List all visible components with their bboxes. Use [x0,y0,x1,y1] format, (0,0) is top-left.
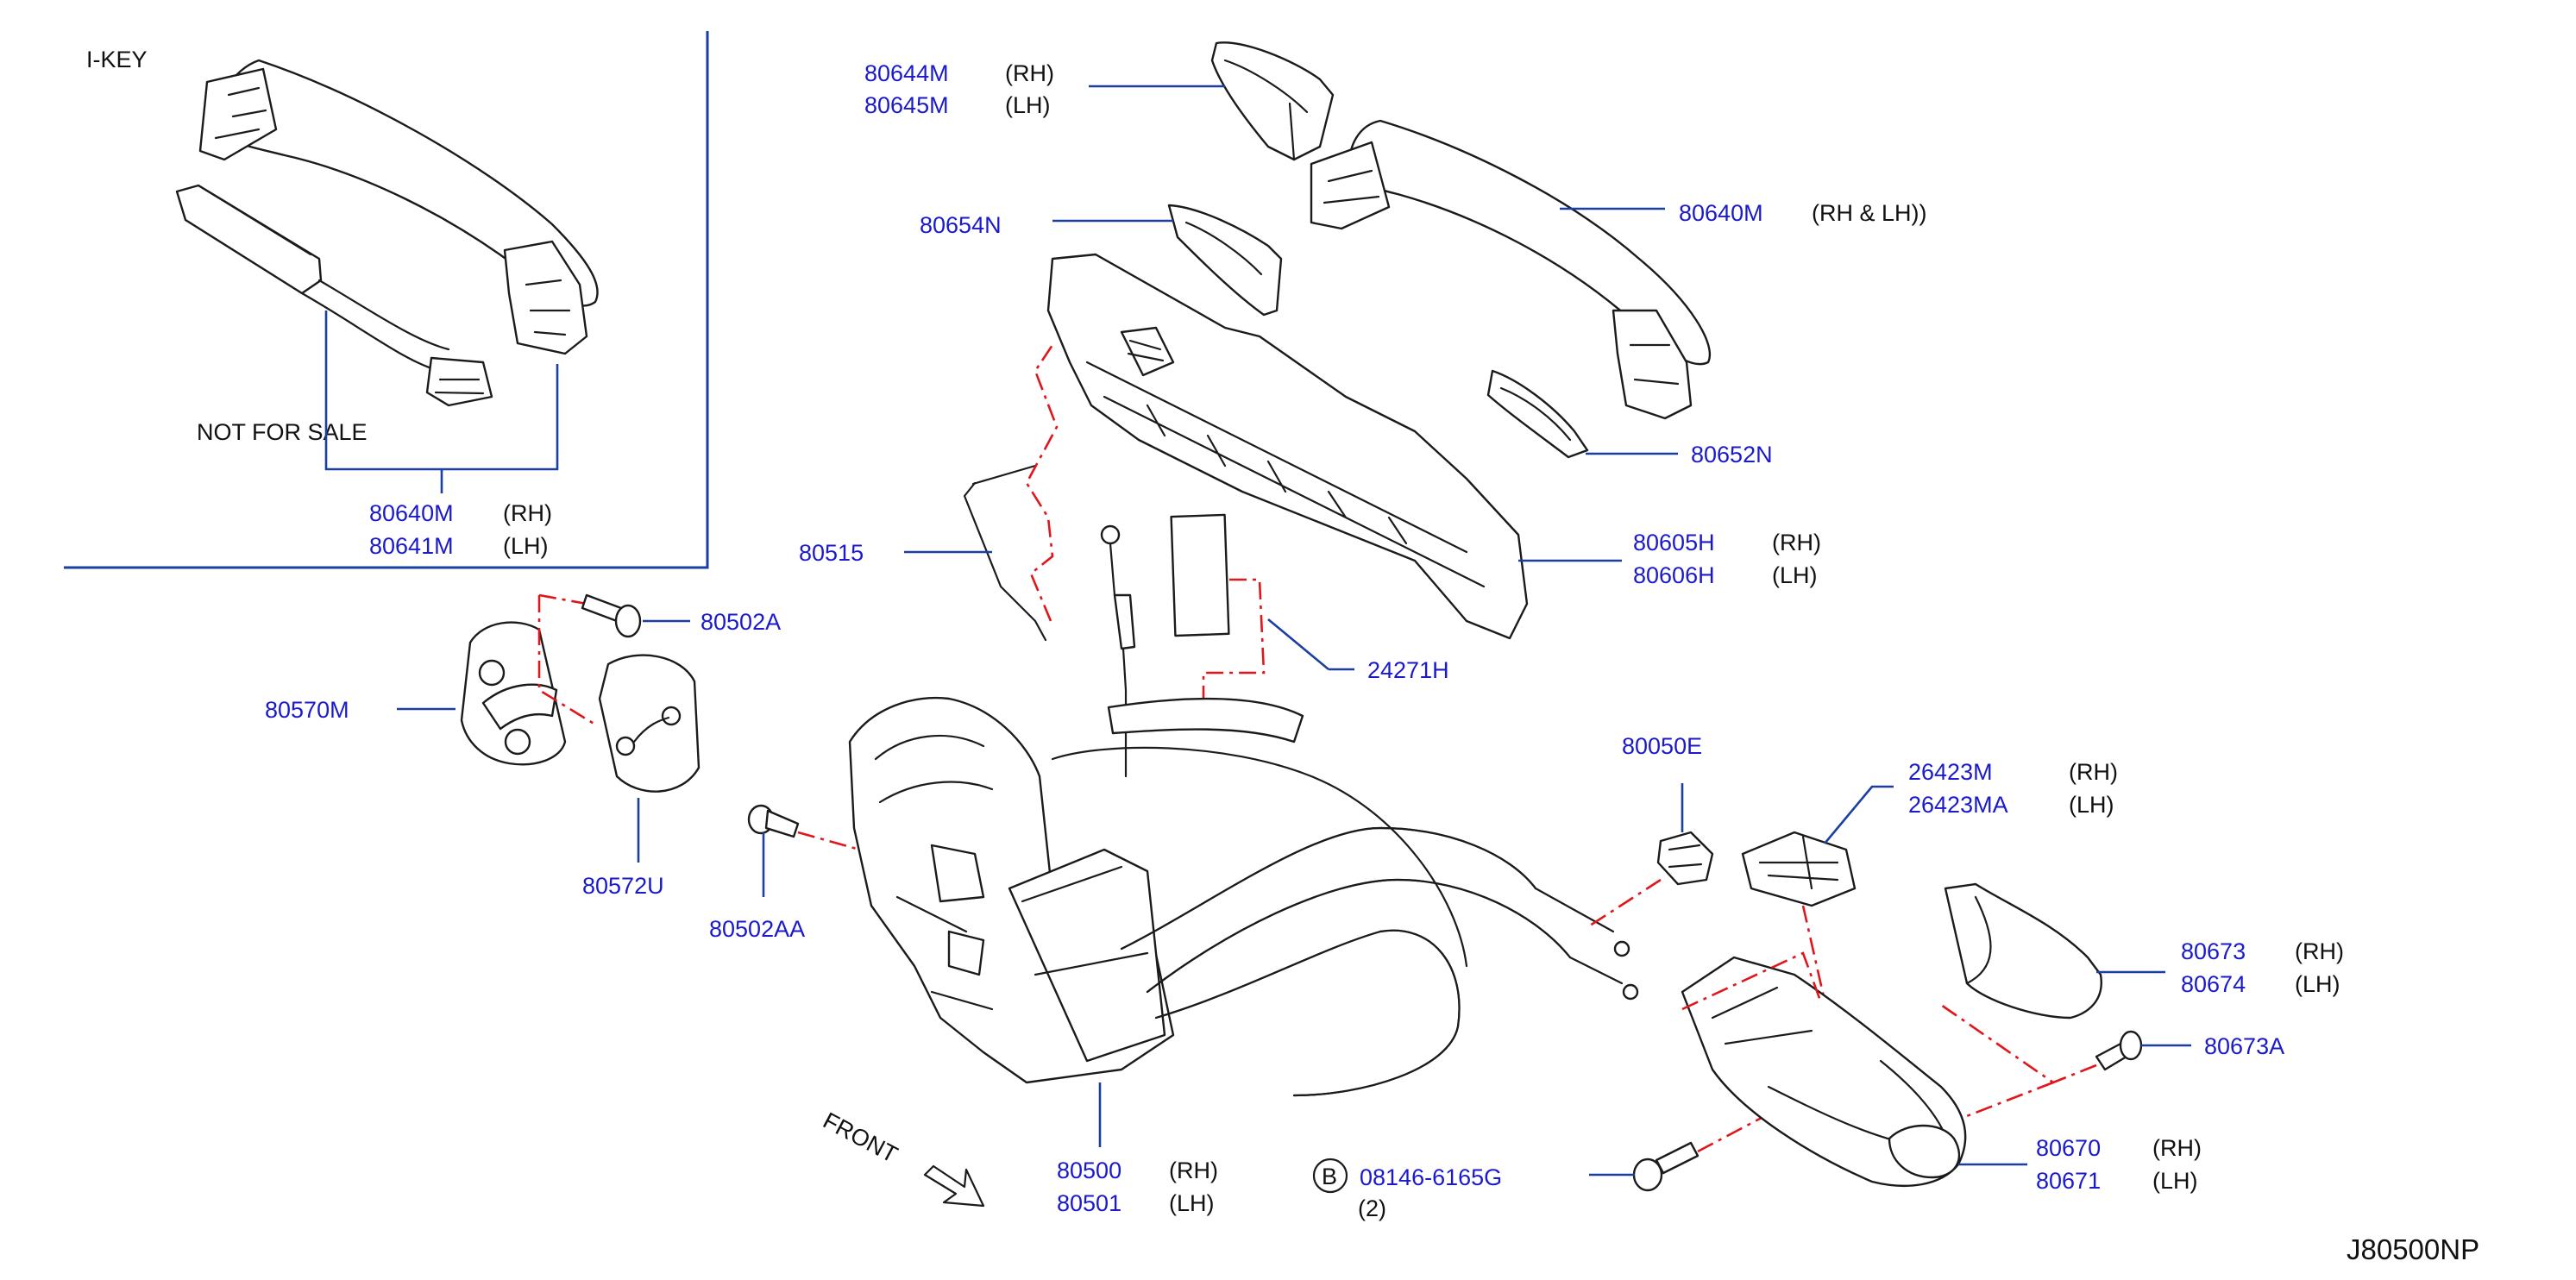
screw-80502a [581,593,642,638]
inside-handle-switch [1741,831,1857,907]
side-26423: (RH) [2069,759,2118,785]
side-80606: (LH) [1772,562,1818,588]
side-80500: (RH) [1169,1158,1218,1183]
part-number-80645[interactable]: 80645M [864,92,949,118]
part-number-80502aa[interactable]: 80502AA [709,916,805,942]
part-number-26423[interactable]: 26423M [1908,759,1993,785]
part-number-80671[interactable]: 80671 [2036,1168,2101,1194]
part-number-80644[interactable]: 80644M [864,60,949,86]
side-80674: (LH) [2295,971,2340,997]
bolt-badge-letter: B [1322,1164,1337,1189]
side-80641: (LH) [503,533,549,559]
part-number-80673[interactable]: 80673 [2181,938,2246,964]
dash-striker [537,595,596,726]
dash-80502a [538,593,587,605]
part-number-80606[interactable]: 80606H [1633,562,1715,588]
quantity-08146: (2) [1358,1195,1386,1221]
part-number-80652[interactable]: 80652N [1691,442,1773,467]
part-number-80640b[interactable]: 80640M [1679,200,1763,226]
striker-cover [598,654,701,793]
door-lock-actuator [848,696,1175,1084]
dash-80515-bracket [1025,344,1059,622]
part-number-80502a[interactable]: 80502A [701,609,781,635]
part-number-80674[interactable]: 80674 [2181,971,2246,997]
i-key-inset: I-KEY NOT FOR SALE 80640M (RH) 80641M (L… [64,31,709,569]
front-label: FRONT [819,1107,902,1168]
diagram-code: J80500NP [2347,1233,2479,1265]
cable-clip [1656,831,1714,886]
side-80640a: (RH) [503,500,552,526]
part-number-80673a[interactable]: 80673A [2204,1033,2284,1059]
screw-80673a [2095,1030,2143,1071]
leader-24271 [1267,618,1329,671]
lock-rod [963,464,1047,642]
inset-border [64,31,709,569]
leader-26423 [1824,785,1894,844]
part-number-80641[interactable]: 80641M [369,533,454,559]
front-arrow-icon [923,1164,985,1208]
dash-inside-handle [1681,951,1822,1011]
handle-gasket-front [1167,204,1283,317]
inside-door-handle [1681,956,1967,1187]
side-80670: (RH) [2152,1135,2202,1161]
part-number-24271[interactable]: 24271H [1367,657,1449,683]
control-cable [1100,524,1136,778]
part-number-80605[interactable]: 80605H [1633,530,1715,555]
screw-80502aa [747,804,800,838]
part-number-80670[interactable]: 80670 [2036,1135,2101,1161]
part-number-80570[interactable]: 80570M [265,697,349,723]
inset-note: NOT FOR SALE [197,419,368,445]
inset-title: I-KEY [86,47,148,72]
part-number-80654[interactable]: 80654N [920,212,1002,238]
part-number-80050[interactable]: 80050E [1622,733,1702,759]
outside-handle [1310,119,1712,420]
handle-gasket-rear [1486,369,1589,459]
side-26423a: (LH) [2069,792,2114,818]
handle-bracket [1046,253,1529,640]
part-number-80572[interactable]: 80572U [582,873,664,899]
bolt-badge: B [1312,1158,1348,1194]
bolt-08146 [1632,1141,1700,1192]
side-80640b: (RH & LH)) [1812,200,1927,226]
lock-cables [1051,697,1639,1097]
door-striker [460,621,567,766]
part-number-80501[interactable]: 80501 [1057,1190,1122,1216]
outside-handle-cap [1210,41,1335,161]
inset-door-handle [175,59,599,407]
part-number-08146[interactable]: 08146-6165G [1360,1164,1502,1190]
side-80671: (LH) [2152,1168,2198,1194]
dash-80050 [1586,878,1662,929]
part-number-80515[interactable]: 80515 [799,540,864,566]
side-80645: (LH) [1005,92,1051,118]
side-80644: (RH) [1005,60,1054,86]
dash-26423 [1801,905,1826,1001]
part-number-80500[interactable]: 80500 [1057,1158,1122,1183]
side-80605: (RH) [1772,530,1821,555]
dash-24271 [1202,578,1266,709]
label-sticker [1170,513,1230,637]
inside-handle-escutcheon [1944,882,2102,1020]
side-80501: (LH) [1169,1190,1215,1216]
part-number-26423a[interactable]: 26423MA [1908,792,2008,818]
part-number-80640a[interactable]: 80640M [369,500,454,526]
side-80673: (RH) [2295,938,2344,964]
